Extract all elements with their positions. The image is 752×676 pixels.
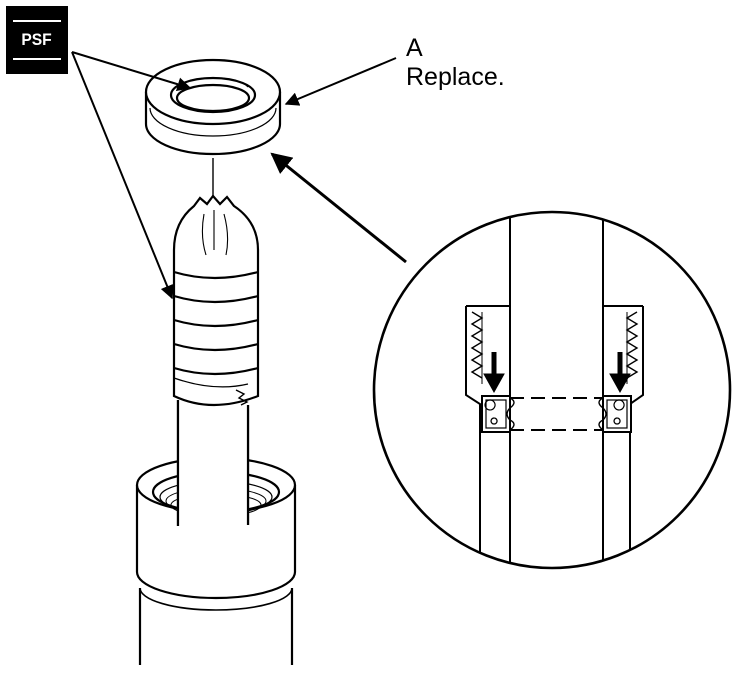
seal-direction-arrows: [483, 352, 631, 394]
callout-letter: A: [406, 34, 423, 62]
callout-note: Replace.: [406, 63, 505, 91]
psf-leader-arrows: [71, 51, 192, 300]
callout-a: A Replace.: [406, 34, 505, 92]
cylinder-body: [135, 456, 297, 665]
psf-badge: PSF: [6, 6, 68, 74]
callout-a-arrow: [284, 57, 397, 106]
badge-rule-top: [13, 20, 61, 22]
detail-circle-view: [372, 210, 732, 570]
psf-badge-label: PSF: [21, 30, 53, 49]
detail-zoom-arrow: [270, 152, 407, 264]
piston-rod: [172, 194, 260, 526]
badge-rule-bottom: [13, 58, 61, 60]
oil-seal-ring: [144, 58, 282, 156]
